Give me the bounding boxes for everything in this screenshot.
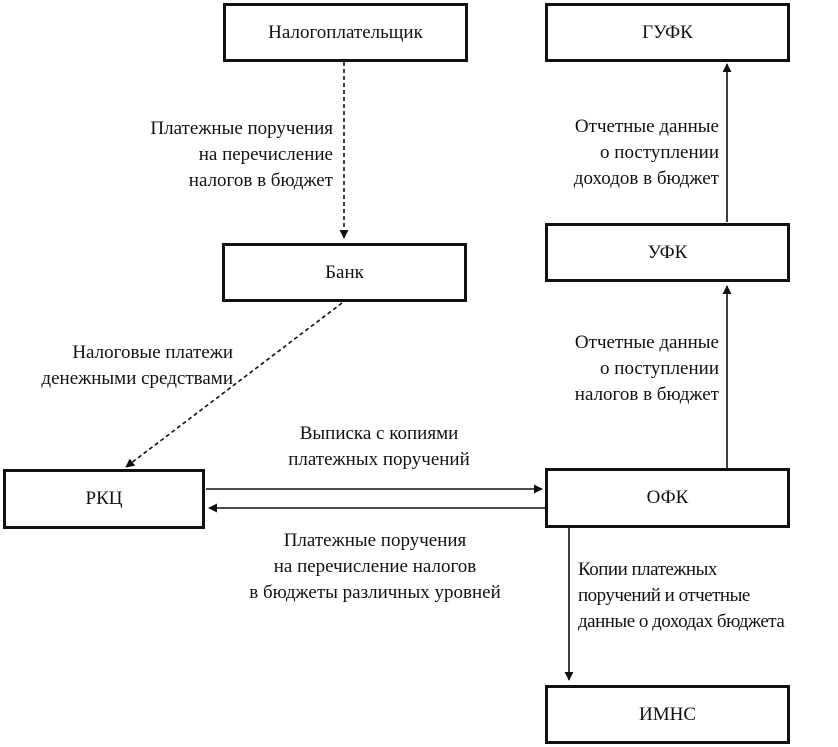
label-ofk-to-ufk: Отчетные данные о поступлении налогов в … xyxy=(574,332,719,405)
node-rkc-label: РКЦ xyxy=(85,488,123,509)
node-rkc: РКЦ xyxy=(3,469,205,529)
node-gufk-label: ГУФК xyxy=(642,21,693,43)
label-bank-to-rkc: Налоговые платежи денежными средствами xyxy=(41,342,233,389)
node-bank-label: Банк xyxy=(325,261,364,283)
node-gufk: ГУФК xyxy=(545,3,790,62)
node-taxpayer-label: Налогоплательщик xyxy=(268,21,423,43)
label-ofk-to-rkc: Платежные поручения на перечисление нало… xyxy=(249,530,501,603)
label-ufk-to-gufk: Отчетные данные о поступлении доходов в … xyxy=(573,116,719,189)
node-ufk-label: УФК xyxy=(647,241,688,263)
node-bank: Банк xyxy=(222,243,467,302)
arrow-bank-to-rkc xyxy=(125,302,343,468)
node-ofk-label: ОФК xyxy=(646,487,689,508)
node-ofk: ОФК xyxy=(545,468,790,528)
node-imns: ИМНС xyxy=(545,685,790,744)
label-taxpayer-to-bank: Платежные поручения на перечисление нало… xyxy=(150,118,333,191)
node-ufk: УФК xyxy=(545,223,790,282)
label-rkc-to-ofk: Выписка с копиями платежных поручений xyxy=(288,423,470,470)
node-taxpayer: Налогоплательщик xyxy=(223,3,468,62)
label-ofk-to-imns: Копии платежных поручений и отчетные дан… xyxy=(578,559,785,632)
node-imns-label: ИМНС xyxy=(638,703,696,725)
